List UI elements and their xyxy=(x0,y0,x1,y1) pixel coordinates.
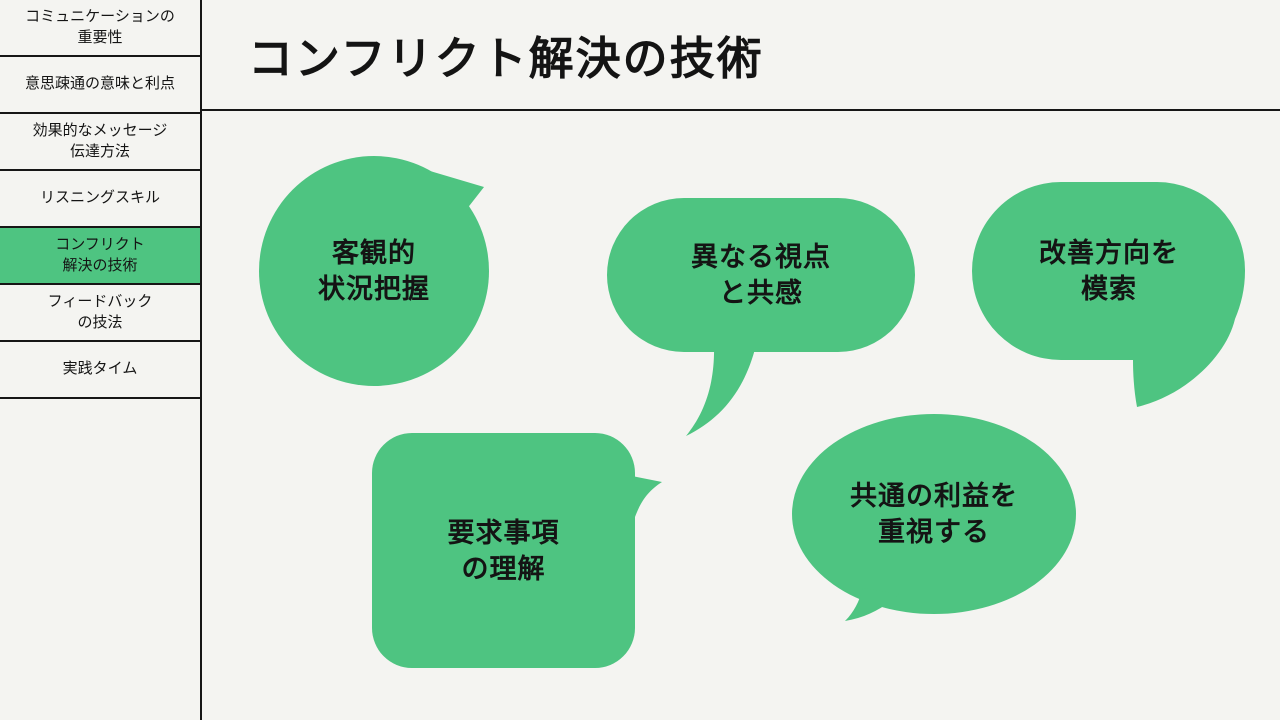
sidebar-empty-area xyxy=(0,399,200,720)
bubble-objective-grasp-label: 客観的 状況把握 xyxy=(318,238,430,304)
sidebar-item-label: リスニングスキル xyxy=(39,189,160,207)
sidebar-item-label: 効果的なメッセージ 伝達方法 xyxy=(32,122,168,160)
sidebar-item-communication-importance[interactable]: コミュニケーションの 重要性 xyxy=(0,0,200,57)
header: コンフリクト解決の技術 xyxy=(202,0,1280,111)
sidebar-item-feedback-technique[interactable]: フィードバック の技法 xyxy=(0,285,200,342)
bubble-different-perspectives-label: 異なる視点 と共感 xyxy=(691,242,831,308)
bubble-improvement-direction-shape xyxy=(972,182,1245,407)
bubble-objective-grasp-shape xyxy=(259,156,489,386)
sidebar-item-conflict-resolution[interactable]: コンフリクト 解決の技術 xyxy=(0,228,200,285)
main-area: コンフリクト解決の技術 xyxy=(202,0,1280,720)
sidebar-item-mutual-understanding-benefits[interactable]: 意思疎通の意味と利点 xyxy=(0,57,200,114)
sidebar-item-label: フィードバック の技法 xyxy=(47,293,153,331)
sidebar: コミュニケーションの 重要性 意思疎通の意味と利点 効果的なメッセージ 伝達方法… xyxy=(0,0,202,720)
bubble-understanding-requirements-shape xyxy=(372,433,662,668)
sidebar-item-label: コミュニケーションの 重要性 xyxy=(25,8,175,46)
sidebar-item-practice-time[interactable]: 実践タイム xyxy=(0,342,200,399)
bubble-common-interests-shape xyxy=(792,414,1076,621)
bubble-different-perspectives-shape xyxy=(607,198,915,436)
sidebar-item-effective-message-delivery[interactable]: 効果的なメッセージ 伝達方法 xyxy=(0,114,200,171)
sidebar-item-listening-skills[interactable]: リスニングスキル xyxy=(0,171,200,228)
bubble-understanding-requirements-label: 要求事項 の理解 xyxy=(447,517,560,584)
sidebar-item-label: 意思疎通の意味と利点 xyxy=(24,75,175,93)
bubble-common-interests-label: 共通の利益を 重視する xyxy=(850,481,1018,547)
sidebar-item-label: 実践タイム xyxy=(62,360,138,378)
bubble-improvement-direction-label: 改善方向を 模索 xyxy=(1039,238,1179,304)
sidebar-item-label: コンフリクト 解決の技術 xyxy=(55,236,145,274)
page-title: コンフリクト解決の技術 xyxy=(248,33,764,84)
